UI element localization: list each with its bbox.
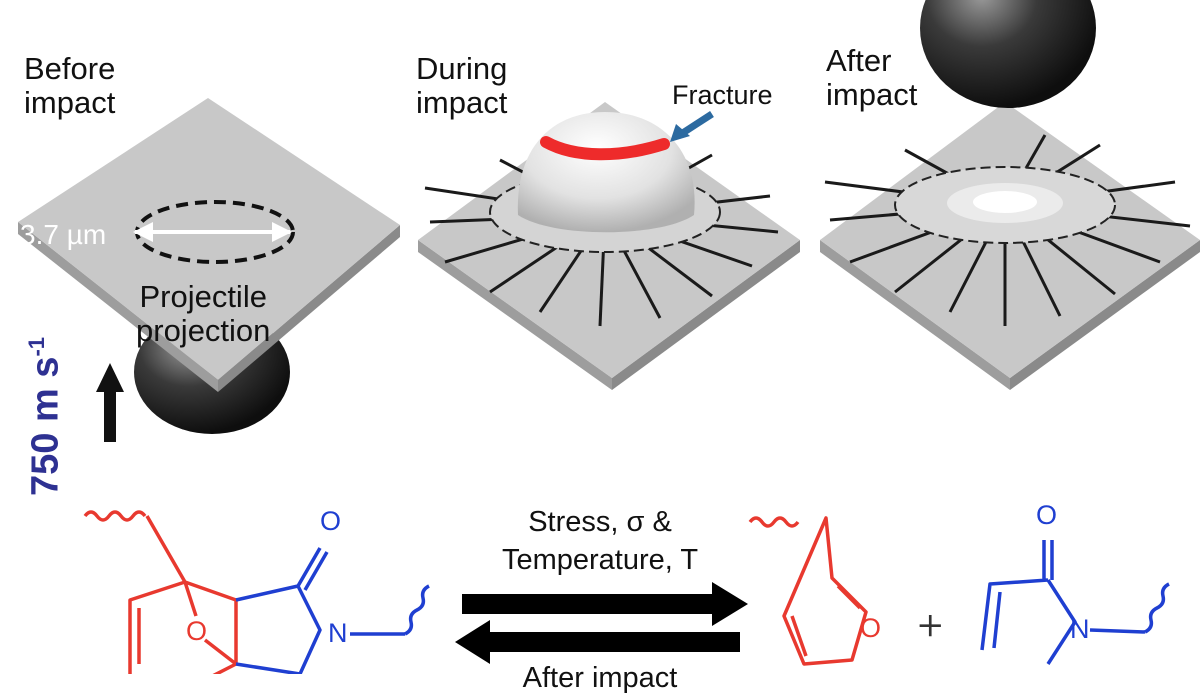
furan-product xyxy=(748,516,868,666)
maleimide-product xyxy=(980,540,1170,665)
fracture-label: Fracture xyxy=(672,80,773,110)
carbonyl-oxygen-atom: O xyxy=(320,506,342,536)
plate-side xyxy=(18,222,218,392)
plate-side-right xyxy=(1010,240,1200,390)
dimension-label: 3.7 µm xyxy=(20,219,107,250)
reaction-arrows xyxy=(455,582,748,664)
exited-projectile-sphere xyxy=(920,0,1096,108)
projectile-label: Projectile projection xyxy=(136,279,271,348)
panel-after-impact xyxy=(820,0,1200,390)
furan-oxygen-atom: O xyxy=(860,613,882,643)
deformation-dome xyxy=(517,112,695,233)
velocity-arrow xyxy=(96,363,124,442)
panel-label-during: During impact xyxy=(416,51,508,120)
forward-condition-line2: Temperature, T xyxy=(501,544,699,576)
forward-condition-line1: Stress, σ & xyxy=(528,506,672,538)
forward-arrow[interactable] xyxy=(462,582,748,626)
plate-side-right xyxy=(218,225,400,392)
figure: Before impact During impact Fracture Aft… xyxy=(18,0,1200,694)
plate-side xyxy=(820,240,1010,390)
furan-linker-wavy xyxy=(83,510,147,522)
bridge-oxygen-atom: O xyxy=(186,616,208,646)
adduct-structure xyxy=(83,510,430,674)
velocity-exponent: -1 xyxy=(24,336,49,357)
plate-side-right xyxy=(612,240,800,390)
reverse-arrow[interactable] xyxy=(455,620,740,664)
maleimide-nitrogen-atom: N xyxy=(1070,614,1090,644)
maleimide-oxygen-atom: O xyxy=(1036,500,1058,530)
velocity-label: 750 m s-1 xyxy=(24,337,68,496)
plate-side xyxy=(418,240,612,390)
panel-label-after: After impact xyxy=(826,43,918,112)
panel-before-impact xyxy=(18,98,400,442)
figure-graphics xyxy=(18,0,1200,674)
imide-linker-wavy xyxy=(404,584,430,636)
plus-sign: + xyxy=(916,605,945,645)
fracture-line xyxy=(540,136,670,161)
reverse-condition: After impact xyxy=(522,662,678,694)
perforation-hole xyxy=(973,191,1037,213)
fracture-callout-head xyxy=(670,124,690,142)
panel-label-before: Before impact xyxy=(24,51,116,120)
imide-nitrogen-atom: N xyxy=(328,618,348,648)
velocity-value: 750 m s xyxy=(24,356,67,496)
panel-during-impact xyxy=(418,102,800,390)
